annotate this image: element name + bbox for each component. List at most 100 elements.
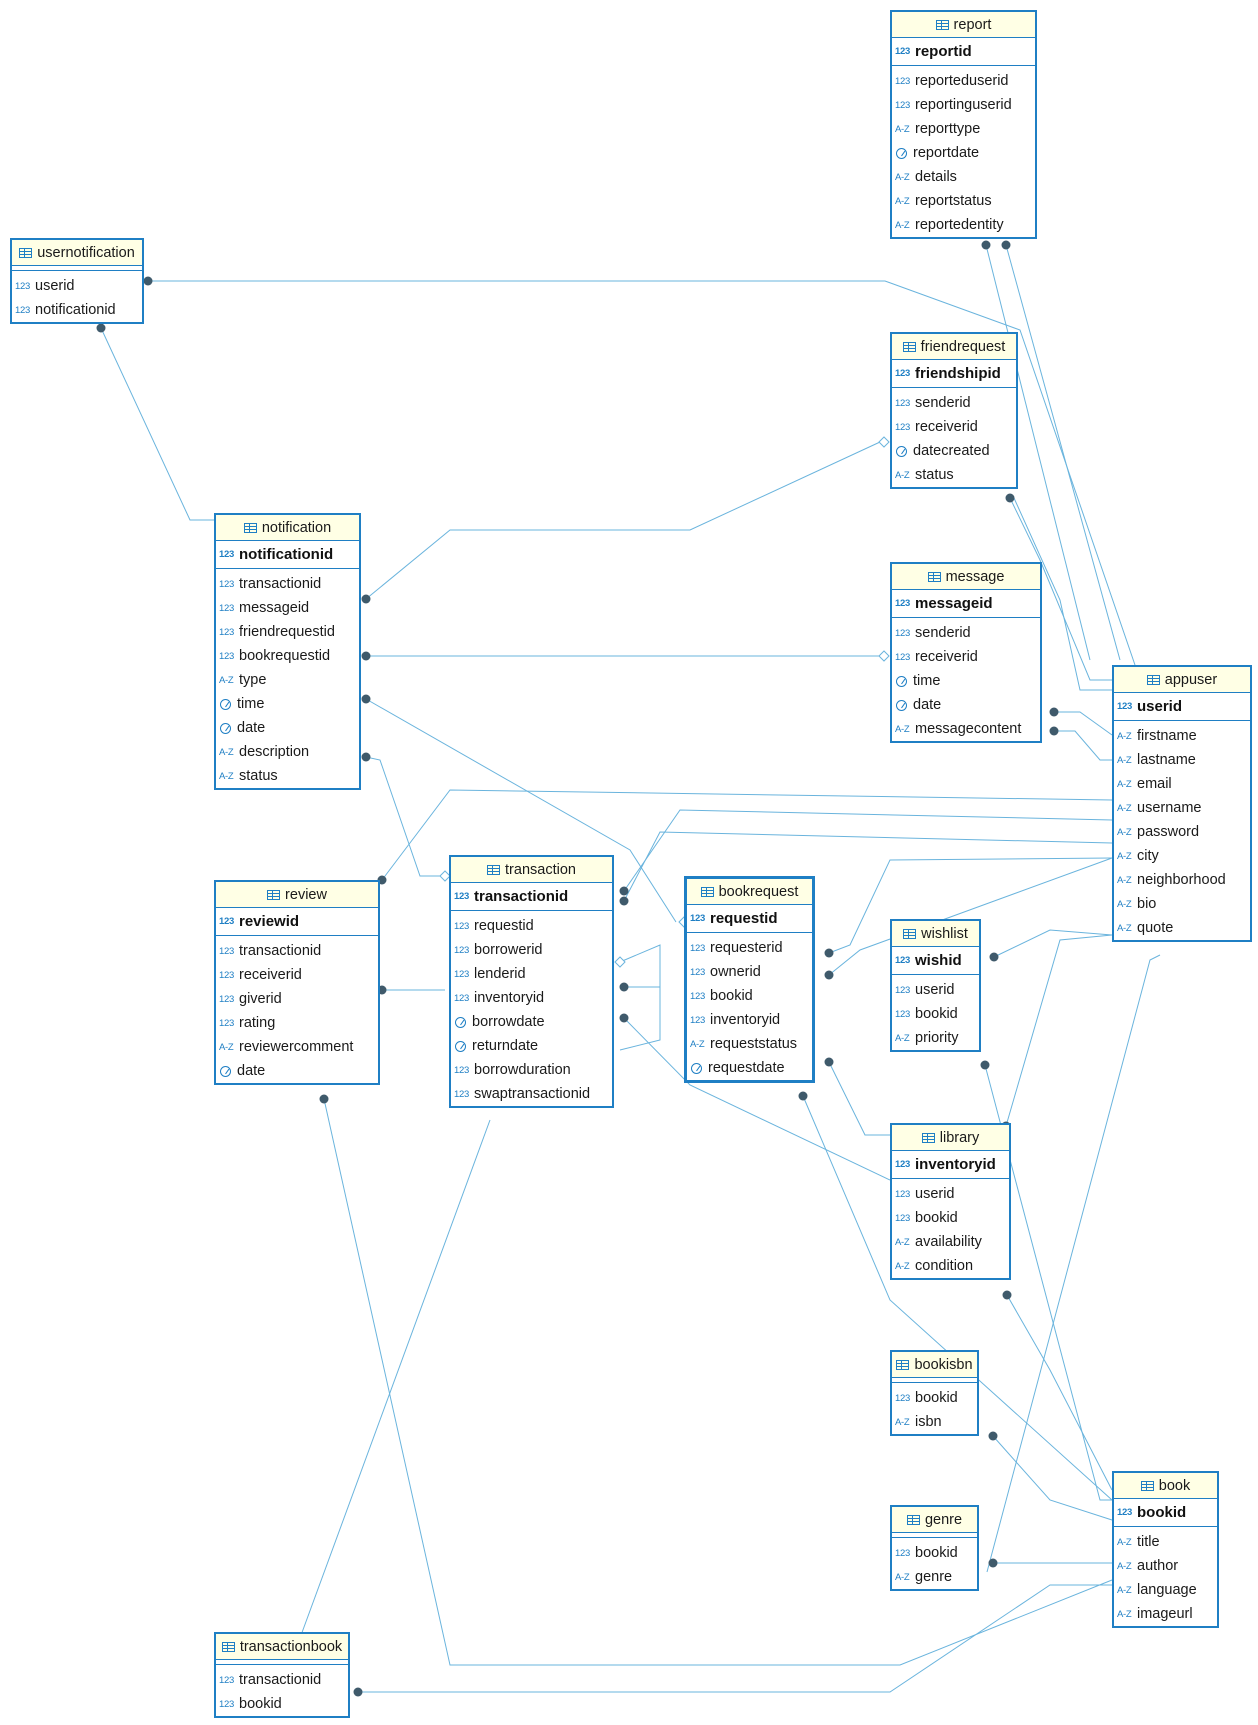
table-header[interactable]: usernotification — [12, 240, 142, 266]
table-header[interactable]: library — [892, 1125, 1009, 1151]
table-header[interactable]: appuser — [1114, 667, 1250, 693]
table-header[interactable]: genre — [892, 1507, 977, 1533]
table-header[interactable]: notification — [216, 515, 359, 541]
column-row[interactable]: time — [216, 692, 359, 716]
column-row[interactable]: date — [216, 1059, 378, 1083]
column-row[interactable]: borrowdate — [451, 1010, 612, 1034]
table-header[interactable]: review — [216, 882, 378, 908]
table-header[interactable]: message — [892, 564, 1040, 590]
column-row[interactable]: requestdate — [687, 1056, 812, 1080]
table-header[interactable]: bookisbn — [892, 1352, 977, 1378]
column-row[interactable]: returndate — [451, 1034, 612, 1058]
table-header[interactable]: transaction — [451, 857, 612, 883]
column-row[interactable]: date — [216, 716, 359, 740]
table-header[interactable]: friendrequest — [892, 334, 1016, 360]
table-header[interactable]: transactionbook — [216, 1634, 348, 1660]
table-header[interactable]: report — [892, 12, 1035, 38]
table-header[interactable]: book — [1114, 1473, 1217, 1499]
column-row[interactable]: date — [892, 693, 1040, 717]
column-row[interactable]: time — [892, 669, 1040, 693]
